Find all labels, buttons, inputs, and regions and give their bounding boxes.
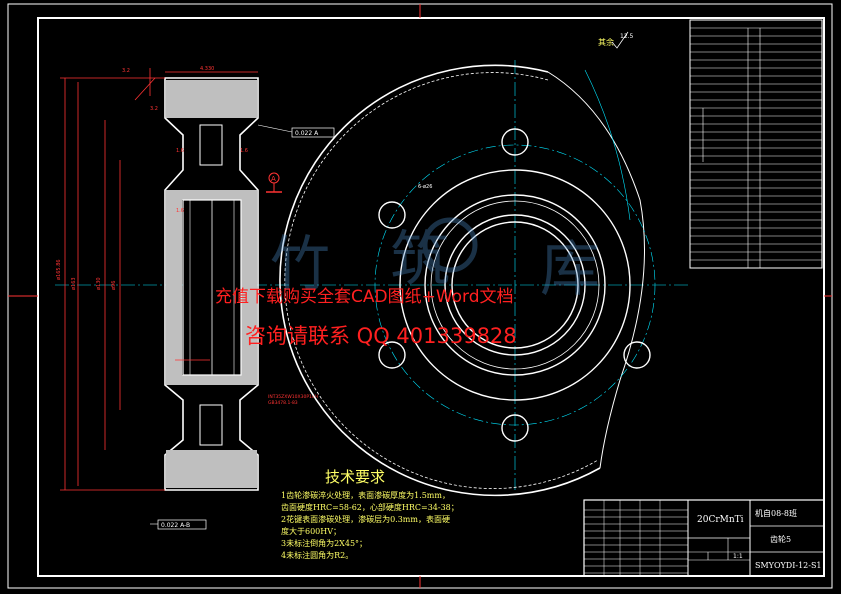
watermark-line2: 咨询请联系 QQ 401339828 [245, 324, 517, 348]
tech-heading: 技术要求 [325, 468, 385, 486]
tech-requirements: 技术要求 1齿轮渗碳淬火处理，表面渗碳厚度为1.5mm， 齿面硬度HRC=58-… [281, 468, 459, 560]
scale-label: 1:1 [733, 553, 743, 560]
svg-text:ø96: ø96 [111, 281, 117, 290]
svg-text:库: 库 [540, 235, 600, 305]
inner-frame [37, 17, 825, 577]
svg-text:12.5: 12.5 [620, 33, 634, 40]
svg-text:ø163: ø163 [71, 277, 77, 290]
svg-text:其余: 其余 [598, 37, 614, 47]
tolerance-frame-top [291, 127, 335, 138]
drawing-number: SMYOYDI-12-S1 [755, 561, 822, 570]
svg-text:1.6: 1.6 [176, 208, 184, 214]
svg-text:3.2: 3.2 [122, 68, 130, 74]
project-label: 机自08-8班 [755, 508, 797, 518]
datum-label: A [271, 175, 276, 183]
part-name-label: 齿轮5 [770, 534, 791, 544]
tech-line-3: 2花键表面渗碳处理，渗碳层为0.3mm，表面硬 [281, 514, 450, 524]
roughness-note: 其余 12.5 [598, 31, 634, 49]
svg-text:1.6: 1.6 [176, 148, 184, 154]
svg-text:4.330: 4.330 [200, 66, 214, 72]
svg-text:ø130: ø130 [96, 277, 102, 290]
svg-text:1.6: 1.6 [240, 148, 248, 154]
title-block [583, 499, 825, 577]
svg-text:6-ø26: 6-ø26 [418, 184, 432, 190]
svg-text:0.022 A: 0.022 A [295, 130, 319, 137]
svg-text:竹: 竹 [270, 230, 330, 300]
material-label: 20CrMnTi [697, 515, 744, 525]
parameter-table [689, 19, 823, 269]
front-view: 6-ø26 [279, 60, 690, 497]
svg-text:INT35ZXW10X30P16H: INT35ZXW10X30P16H [268, 394, 318, 400]
svg-text:3.2: 3.2 [150, 106, 158, 112]
watermark-line1: 充值下载购买全套CAD图纸+Word文档 [215, 287, 514, 307]
tech-line-1: 1齿轮渗碳淬火处理，表面渗碳厚度为1.5mm， [281, 490, 450, 500]
tech-line-4: 度大于600HV； [281, 526, 341, 536]
tolerance-frame-bottom [157, 519, 207, 530]
svg-text:ø165.86: ø165.86 [56, 259, 62, 280]
svg-text:GB3478.1-83: GB3478.1-83 [268, 400, 298, 406]
svg-text:0.022 A-B: 0.022 A-B [161, 522, 190, 529]
tech-line-6: 4未标注圆角为R2。 [281, 550, 353, 560]
svg-text:筑: 筑 [390, 225, 450, 295]
tech-line-2: 齿面硬度HRC=58-62，心部硬度HRC=34-38； [281, 502, 459, 512]
tech-line-5: 3未标注倒角为2X45°； [281, 538, 367, 548]
section-view: ø165.86 ø163 ø130 ø96 4.330 3.2 3.2 1.6 … [55, 66, 335, 530]
watermark-logo: 筑 库 竹 [270, 217, 600, 305]
